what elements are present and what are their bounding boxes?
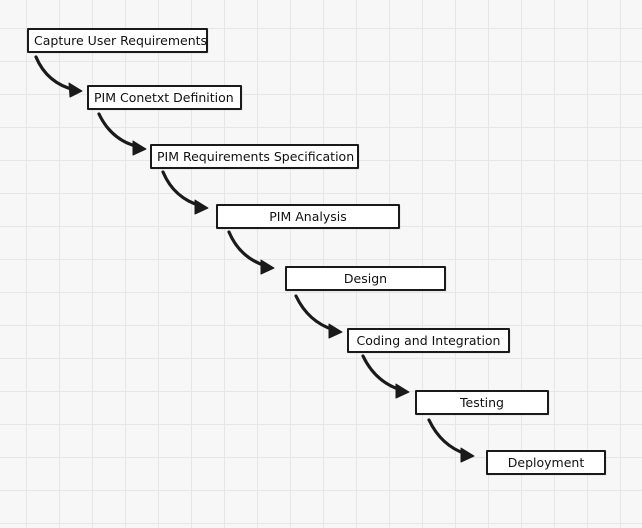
step-deployment: Deployment (486, 450, 606, 475)
step-pim-context-definition: PIM Conetxt Definition (87, 85, 242, 110)
step-pim-requirements-specification: PIM Requirements Specification (150, 144, 359, 169)
connector-arrow (34, 55, 83, 98)
step-design: Design (285, 266, 446, 291)
step-capture-user-requirements: Capture User Requirements (27, 28, 208, 53)
step-coding-and-integration: Coding and Integration (347, 328, 510, 353)
connector-arrow (427, 418, 475, 463)
connector-arrow (161, 170, 209, 215)
connector-arrow (227, 230, 275, 275)
connector-arrow (97, 112, 147, 156)
connector-arrow (294, 294, 343, 339)
step-pim-analysis: PIM Analysis (216, 204, 400, 229)
connector-arrow (361, 354, 410, 399)
step-testing: Testing (415, 390, 549, 415)
